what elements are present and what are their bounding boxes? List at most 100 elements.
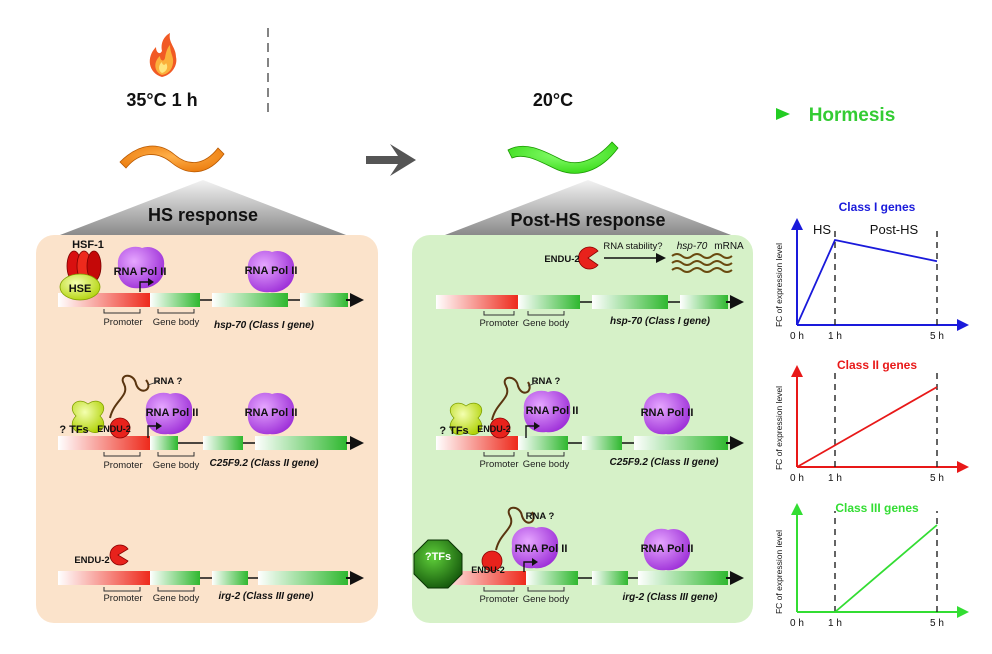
graph-title: Class III genes [835,501,919,515]
worm-heat-shocked [119,145,225,173]
x-tick-label: 5 h [930,473,944,484]
promoter-box [436,295,518,309]
hormesis-label: Hormesis [809,105,896,126]
exon-box [638,571,728,585]
graph-title: Class II genes [837,358,917,372]
exon-box [592,571,628,585]
y-axis-arrowhead [791,365,803,377]
mrna-gene-name: hsp-70 [677,241,708,252]
unknown-tfs-octagon [413,539,463,589]
tss-arrowhead [532,558,538,566]
graph-title: Class I genes [839,200,916,214]
hs-panel-title: HS response [148,205,258,225]
exon-box [212,571,248,585]
rna-label: RNA ? [526,511,555,522]
endu2-label: ENDU-2 [471,565,505,575]
promoter-bracket [483,452,515,457]
gene-name: irg-2 (Class III gene) [218,591,314,602]
gene-body-label: Gene body [523,594,570,605]
tss-arrow [523,561,534,572]
exon-box [300,293,348,307]
promoter-box [58,571,150,585]
rna-pol-ii-elongating [247,392,295,435]
gene-body-bracket [157,309,195,314]
hs-response-panel: HS response Promoter Gene body hsp-70 (C… [36,180,378,623]
post-row-class2: Promoter Gene body C25F9.2 (Class II gen… [436,376,744,470]
gene-name: irg-2 (Class III gene) [622,592,718,603]
x-tick-label: 1 h [828,331,842,342]
gene-name: C25F9.2 (Class II gene) [610,457,720,468]
timeline-arrowhead [776,108,790,120]
endu2-enzyme [109,417,131,439]
gene-body-label: Gene body [523,318,570,329]
tss-arrow [139,281,150,292]
rna-pol-ii-elongating [643,392,691,435]
mrna-strand [671,260,733,266]
promoter-box [58,436,150,450]
worm-recovered [507,141,619,174]
gene-body-label: Gene body [153,593,200,604]
gene-body-label: Gene body [153,317,200,328]
gene-body-bracket [157,452,195,457]
exon-box [680,295,728,309]
rna-pol-ii-elongating [247,250,295,293]
mrna-strand [671,253,733,259]
x-axis-arrowhead [957,461,969,473]
expression-curve [796,238,938,326]
y-axis-label: FC of expression level [774,386,784,470]
tfs-label: ?TFs [425,551,451,563]
y-axis-label: FC of expression level [774,243,784,327]
endu2-label: ENDU-2 [477,424,511,434]
tfs-label: ? TFs [59,424,88,436]
rna-pointer [147,380,161,386]
promoter-box [436,436,518,450]
rna-pol-ii-label: RNA Pol II [245,407,298,419]
promoter-label: Promoter [479,318,518,329]
rna-pol-ii-complex [523,390,571,433]
unknown-tfs-blob [71,400,105,433]
promoter-label: Promoter [479,594,518,605]
gene-name: hsp-70 (Class I gene) [214,320,315,331]
tss-arrow [525,425,536,438]
y-axis-arrowhead [791,218,803,230]
x-axis-arrowhead [957,319,969,331]
gene-body-box [526,571,578,585]
gene-name: hsp-70 (Class I gene) [610,316,711,327]
endu2-enzyme [489,417,511,439]
rna-pol-ii-complex [117,246,165,289]
tss-arrow [147,425,158,438]
promoter-bracket [103,587,141,592]
gene-direction-arrowhead [730,295,744,309]
timeline: 35°C 1 h 20°C Hormesis [30,28,895,126]
x-tick-label: 5 h [930,618,944,629]
x-tick-label: 1 h [828,618,842,629]
gene-body-bracket [157,587,195,592]
tss-arrowhead [148,278,154,286]
unknown-tfs-blob [449,402,483,435]
promoter-bracket [103,452,141,457]
promoter-label: Promoter [103,593,142,604]
endu2-enzyme [109,544,129,566]
hsf1-label: HSF-1 [72,239,104,251]
exon-box [592,295,668,309]
post-hs-panel-title: Post-HS response [510,210,665,230]
transition-arrow [366,144,416,176]
hsf1-trimer [66,250,102,282]
hs-row-class3: Promoter Gene body irg-2 (Class III gene… [58,544,364,604]
exon-box [582,436,622,450]
hse-element [59,273,101,301]
gene-direction-arrowhead [350,571,364,585]
rna-pol-ii-label: RNA Pol II [526,405,579,417]
gene-body-bracket [527,452,565,457]
gene-body-bracket [527,311,565,316]
endu2-enzyme [481,550,503,572]
gene-body-box [518,295,580,309]
hs-row-class1: Promoter Gene body hsp-70 (Class I gene)… [58,239,364,331]
tfs-label: ? TFs [439,425,468,437]
gene-body-box [150,571,200,585]
rna-pol-ii-elongating [643,528,691,571]
expression-curve [796,386,938,468]
exon-box [258,571,348,585]
gene-direction-arrowhead [730,571,744,585]
rna-pol-ii-label: RNA Pol II [515,543,568,555]
